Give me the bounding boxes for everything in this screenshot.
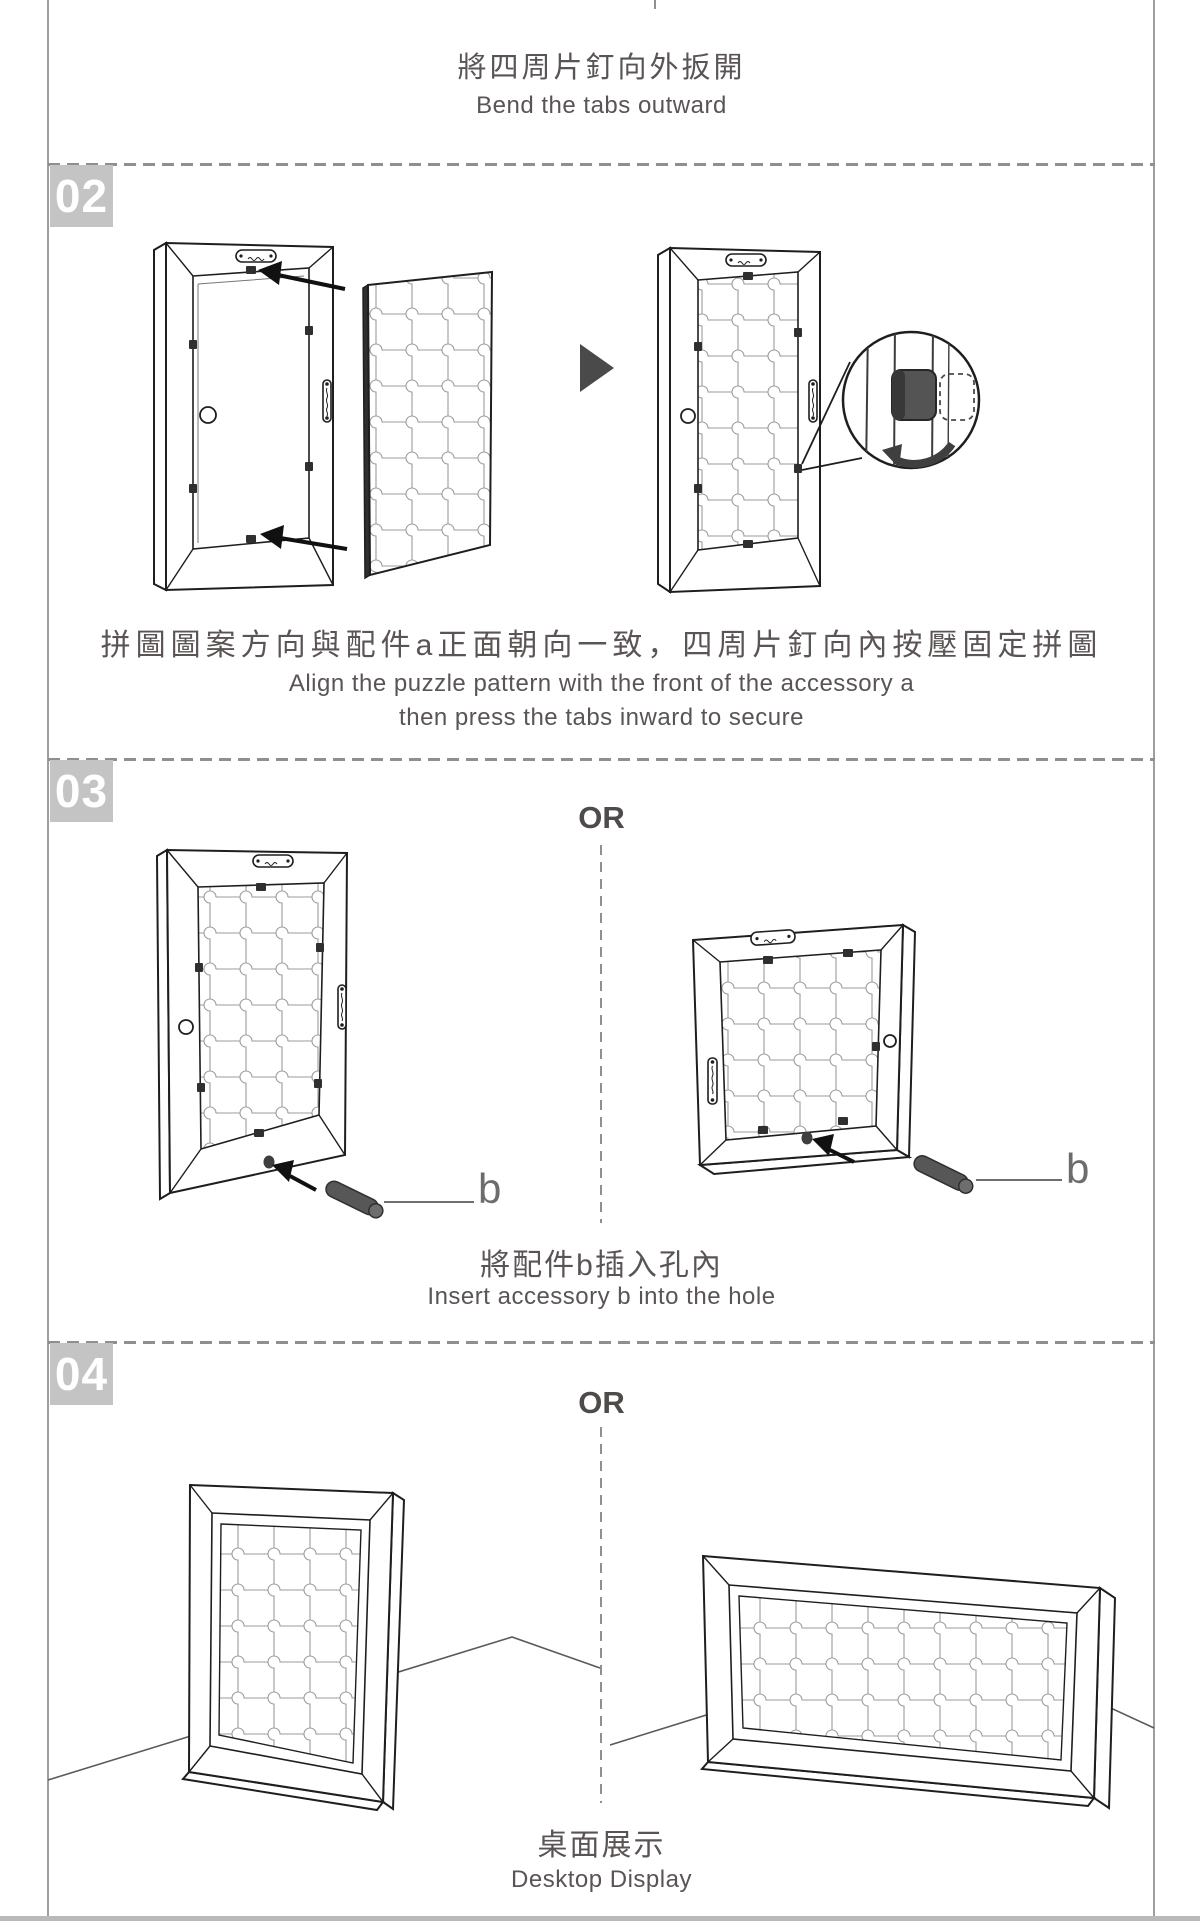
step04-or-divider (600, 1427, 602, 1803)
hanger-handle (808, 379, 818, 423)
accessory-b-peg (913, 1155, 974, 1194)
step02-badge: 02 (50, 165, 113, 227)
step04-badge: 04 (50, 1343, 113, 1405)
accessory-b-peg (325, 1180, 384, 1219)
rotate-inward-arrow (894, 441, 956, 468)
accessory-b-label-right: b (1066, 1145, 1090, 1192)
step03-divider (48, 758, 1155, 761)
magnifier-callout (801, 330, 981, 471)
peg-hole (263, 1155, 275, 1169)
frame-back-empty-illustration (153, 241, 348, 592)
hanger-handle (707, 1057, 718, 1105)
step03-caption-en: Insert accessory b into the hole (427, 1283, 776, 1310)
left-page-border (47, 0, 49, 1921)
puzzle-sheet-illustration (362, 270, 494, 580)
step02-caption-en-line2: then press the tabs inward to secure (399, 704, 804, 731)
hanger-handle (337, 984, 347, 1030)
frame-tabs (189, 266, 313, 543)
page-footer-rule (0, 1916, 1200, 1921)
step04-caption-zh: 桌面展示 (537, 1829, 666, 1862)
step04-divider (48, 1341, 1155, 1344)
insert-arrow (812, 1134, 855, 1164)
step02-divider (48, 163, 1155, 166)
frame-landscape-peg-illustration (691, 923, 1062, 1194)
step03-badge: 03 (50, 760, 113, 822)
step03-caption-zh: 將配件b插入孔內 (480, 1249, 723, 1282)
bend-arrow-bottom (260, 525, 348, 551)
backboard-hole (680, 408, 696, 424)
frame-tabs (195, 883, 324, 1137)
divider-stub (654, 0, 656, 9)
desktop-display-landscape-illustration (609, 1554, 1155, 1810)
frame-tabs (758, 949, 880, 1134)
accessory-b-label-left: b (478, 1165, 502, 1212)
step03-or-label: OR (578, 800, 625, 835)
frame-portrait-peg-illustration (156, 848, 474, 1219)
step04-caption-en: Desktop Display (511, 1866, 692, 1893)
step04-or-label: OR (578, 1385, 625, 1420)
desktop-display-portrait-illustration (47, 1483, 601, 1812)
backboard-hole (883, 1034, 897, 1048)
step03-or-divider (600, 845, 602, 1223)
hanger-handle (322, 379, 332, 423)
intro-caption-zh: 將四周片釘向外扳開 (457, 52, 746, 84)
bend-arrow-top (258, 261, 346, 291)
frame-tabs (694, 272, 802, 548)
next-step-arrow-icon (580, 344, 614, 392)
step02-caption-en-line1: Align the puzzle pattern with the front … (288, 670, 915, 697)
backboard-hole (178, 1019, 194, 1035)
frame-with-puzzle-callout-illustration (657, 246, 981, 594)
insert-arrow (272, 1160, 317, 1192)
right-page-border (1153, 0, 1155, 1921)
peg-hole (801, 1131, 813, 1145)
step02-caption-zh: 拼圖圖案方向與配件a正面朝向一致，四周片釘向內按壓固定拼圖 (100, 629, 1103, 662)
backboard-hole (199, 406, 217, 424)
intro-caption-en: Bend the tabs outward (476, 92, 727, 119)
